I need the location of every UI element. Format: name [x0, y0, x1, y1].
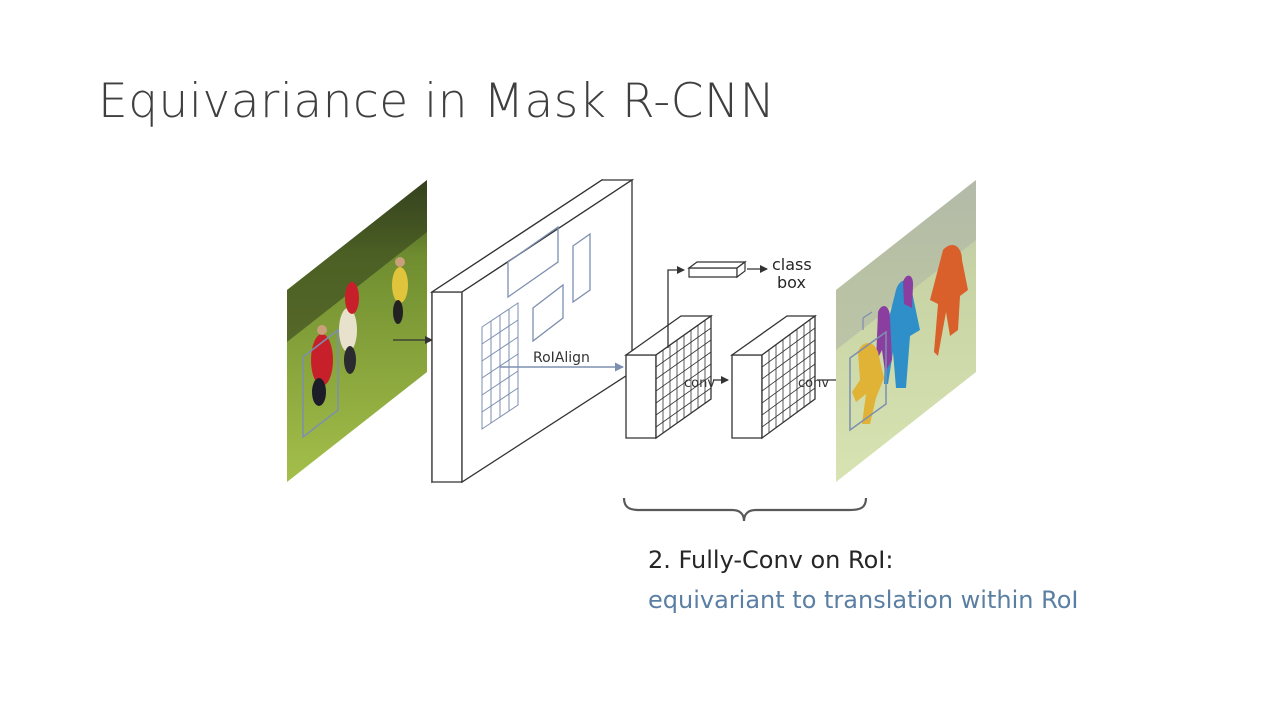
- class-label: class: [772, 255, 812, 274]
- feature-map-proposal-boxes: [507, 225, 591, 343]
- conv-label-2: conv: [798, 376, 829, 391]
- box-label: box: [777, 273, 806, 292]
- fc-box: [687, 260, 747, 279]
- conv-label-1: conv: [684, 376, 715, 391]
- roialign-label: RoIAlign: [533, 350, 590, 366]
- conv-block-2-grid: [761, 320, 816, 433]
- instance-masks: [852, 245, 968, 424]
- feature-map-roi-grid: [481, 302, 519, 430]
- output-roi-box: [849, 330, 887, 432]
- output-image: [836, 180, 976, 482]
- input-image: [287, 180, 427, 482]
- slide-title: Equivariance in Mask R-CNN: [98, 74, 776, 129]
- caption-line-1: 2. Fully-Conv on RoI:: [648, 546, 894, 574]
- branch-arrow: [667, 266, 685, 348]
- caption-line-2: equivariant to translation within RoI: [648, 586, 1079, 614]
- curly-brace: [622, 497, 868, 522]
- conv-block-1-grid: [655, 320, 712, 433]
- feature-map: [429, 178, 635, 484]
- conv-block-2: [729, 314, 817, 440]
- input-roi-box: [302, 328, 339, 439]
